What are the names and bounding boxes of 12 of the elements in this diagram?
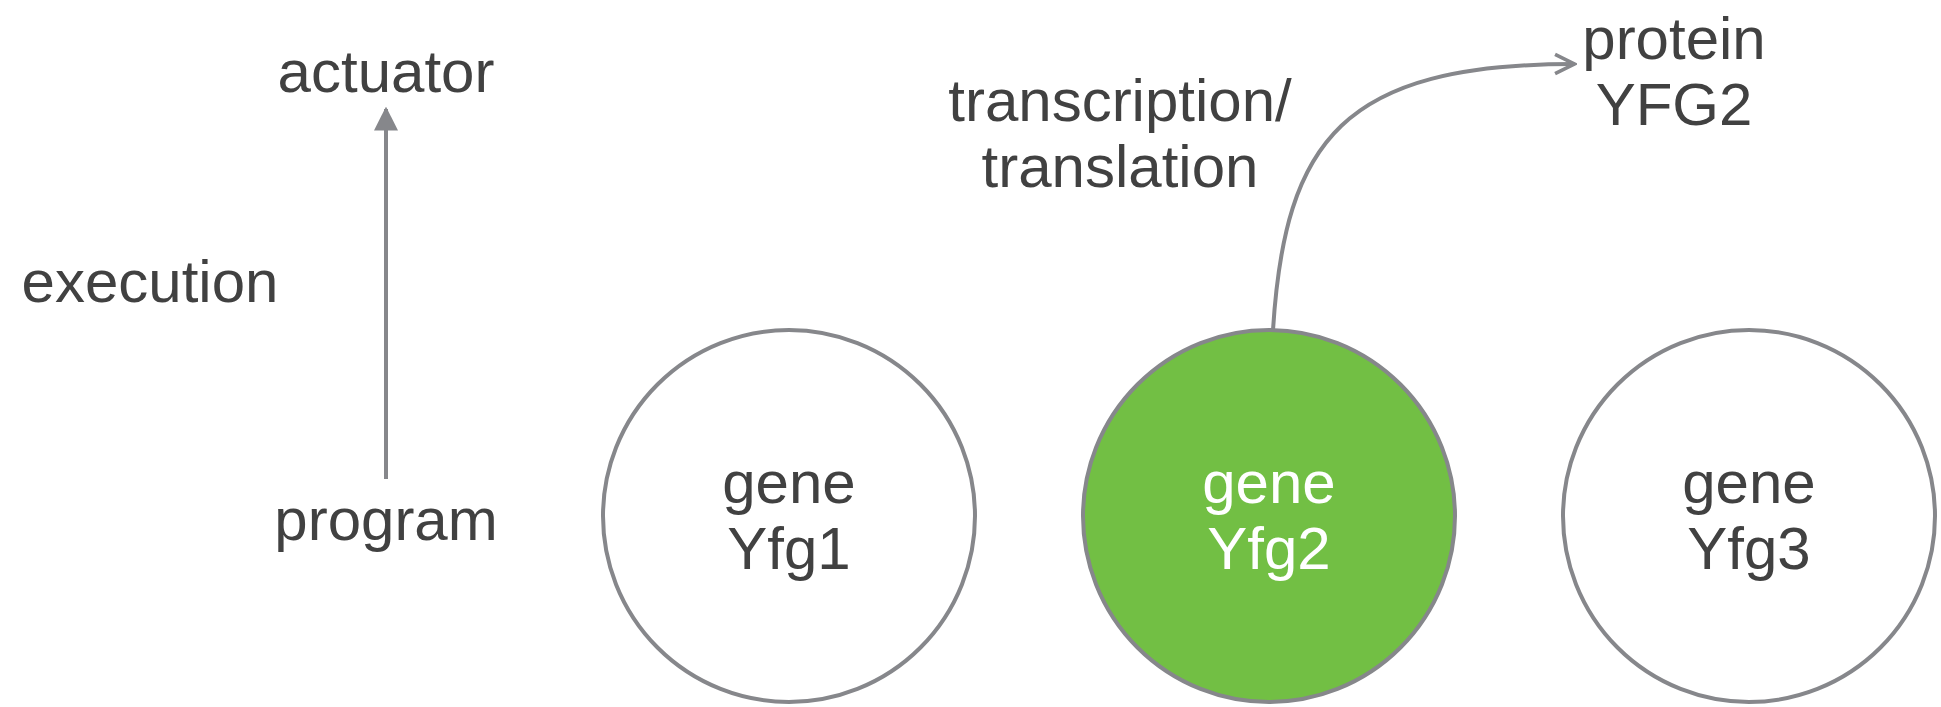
gene-circle — [601, 328, 977, 704]
arrow — [1271, 53, 1577, 331]
gene-label: gene Yfg1 — [722, 450, 856, 582]
node-label: actuator — [277, 39, 495, 105]
arrow — [374, 106, 398, 479]
gene-label: gene Yfg3 — [1682, 450, 1816, 582]
gene-label: gene Yfg2 — [1202, 450, 1336, 582]
edge-label: execution — [21, 249, 279, 315]
node-label: protein YFG2 — [1582, 6, 1766, 138]
edge-label: transcription/ translation — [947, 68, 1293, 200]
node-label: program — [274, 487, 498, 553]
gene-circle — [1561, 328, 1937, 704]
